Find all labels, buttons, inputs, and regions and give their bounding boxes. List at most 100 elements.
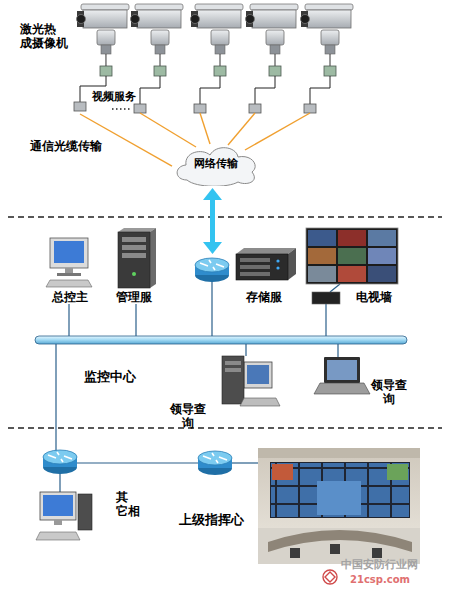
command-center-photo	[317, 481, 361, 515]
lan-drop	[330, 284, 340, 292]
zone-divider	[8, 427, 442, 429]
query-laptop	[314, 383, 370, 394]
bracket-wire	[310, 76, 330, 104]
uplink-arrow	[210, 196, 215, 246]
other-computer	[54, 520, 62, 525]
camera-stem	[275, 54, 276, 66]
video-wall	[306, 228, 398, 284]
command-center-photo	[372, 548, 382, 558]
camera-group	[246, 4, 299, 54]
encoder-box	[100, 66, 336, 76]
management-server	[118, 232, 150, 288]
storage-server: 存储服	[234, 246, 294, 304]
video-wall: 电视墙	[304, 226, 400, 304]
fiber-link	[228, 113, 255, 145]
storage-server	[236, 248, 296, 280]
router-symbol	[195, 258, 229, 282]
watermark: 中国安防行业网	[341, 558, 418, 571]
fiber-link	[245, 113, 310, 150]
device-label: 其 它相	[116, 490, 144, 519]
video-wall	[368, 248, 396, 264]
command-center-photo	[258, 448, 420, 458]
video-wall	[338, 230, 366, 246]
watermark-logo	[323, 570, 337, 584]
other-computer	[40, 492, 76, 520]
camera-group	[191, 4, 244, 54]
query-laptop	[324, 357, 360, 383]
storage-server	[240, 272, 270, 276]
control-computer	[65, 268, 73, 273]
command-center-photo	[270, 462, 410, 518]
query-desktop	[225, 361, 241, 365]
router-symbol	[43, 450, 77, 474]
query-desktop	[225, 368, 241, 372]
command-center-photo	[258, 448, 420, 564]
command-center: 上级指挥心	[168, 446, 254, 530]
device-label: 存储服	[234, 290, 294, 304]
query-laptop	[327, 360, 357, 380]
router-symbol	[198, 451, 232, 475]
video-wall	[368, 230, 396, 246]
video-wall	[308, 248, 336, 264]
control-computer	[46, 280, 92, 287]
management-server	[132, 272, 136, 276]
uplink-arrow	[203, 188, 222, 254]
device-label: 网络传输	[172, 157, 260, 170]
storage-server	[240, 265, 270, 269]
storage-server	[288, 248, 296, 280]
camera-unit: 激光热 成摄像机	[15, 2, 135, 54]
device-label: 视频服务	[92, 90, 140, 103]
device-label: 激光热 成摄像机	[20, 22, 70, 51]
bracket-wire	[200, 76, 220, 104]
decoder-box	[312, 292, 340, 304]
watermark-logo	[323, 570, 337, 584]
query-desktop	[222, 356, 244, 404]
video-server-box	[74, 102, 316, 113]
camera-stem	[160, 54, 161, 66]
other-computer	[78, 494, 92, 530]
transmission-label: 通信光缆传输	[30, 139, 102, 153]
query-desktop	[247, 365, 269, 384]
other-computer	[36, 492, 92, 540]
storage-server	[236, 248, 296, 254]
other-computer	[36, 532, 80, 540]
camera-stem	[330, 54, 331, 66]
device-label: 领导查 询	[370, 378, 408, 407]
encoder-box	[269, 66, 281, 76]
other-computer	[43, 495, 73, 516]
storage-server	[236, 254, 288, 280]
management-server	[150, 228, 156, 288]
management-server: 管理服	[112, 226, 156, 304]
lan-drop	[135, 304, 136, 336]
camera-stem	[220, 54, 221, 66]
lan-drop	[77, 462, 198, 463]
device-label: 领导查 询	[168, 402, 208, 431]
zone-label: 监控中心	[84, 369, 136, 385]
camera-group	[131, 4, 184, 54]
management-server	[118, 228, 156, 288]
camera-group	[77, 4, 354, 54]
control-computer	[46, 238, 92, 287]
lan-drop	[325, 304, 326, 336]
command-center-photo	[258, 448, 420, 564]
device-label: 总控主	[44, 290, 96, 304]
video-server: 视频服务	[70, 66, 140, 114]
bracket-wire	[140, 76, 160, 104]
video-wall	[308, 230, 336, 246]
control-computer	[57, 273, 81, 276]
control-host: 总控主	[44, 236, 96, 304]
management-server	[122, 237, 146, 242]
encoder-box	[100, 66, 112, 76]
command-center-photo	[271, 463, 409, 517]
video-server-box	[304, 104, 316, 113]
control-computer	[54, 241, 84, 263]
camera-stem	[160, 54, 330, 66]
query-desktop	[240, 398, 280, 406]
video-wall	[368, 266, 396, 282]
uplink-arrow	[203, 242, 222, 254]
lan-bus	[35, 336, 407, 344]
camera-group	[77, 4, 130, 54]
query-desktop: 领导查 询	[168, 348, 274, 436]
query-laptop	[314, 357, 370, 394]
